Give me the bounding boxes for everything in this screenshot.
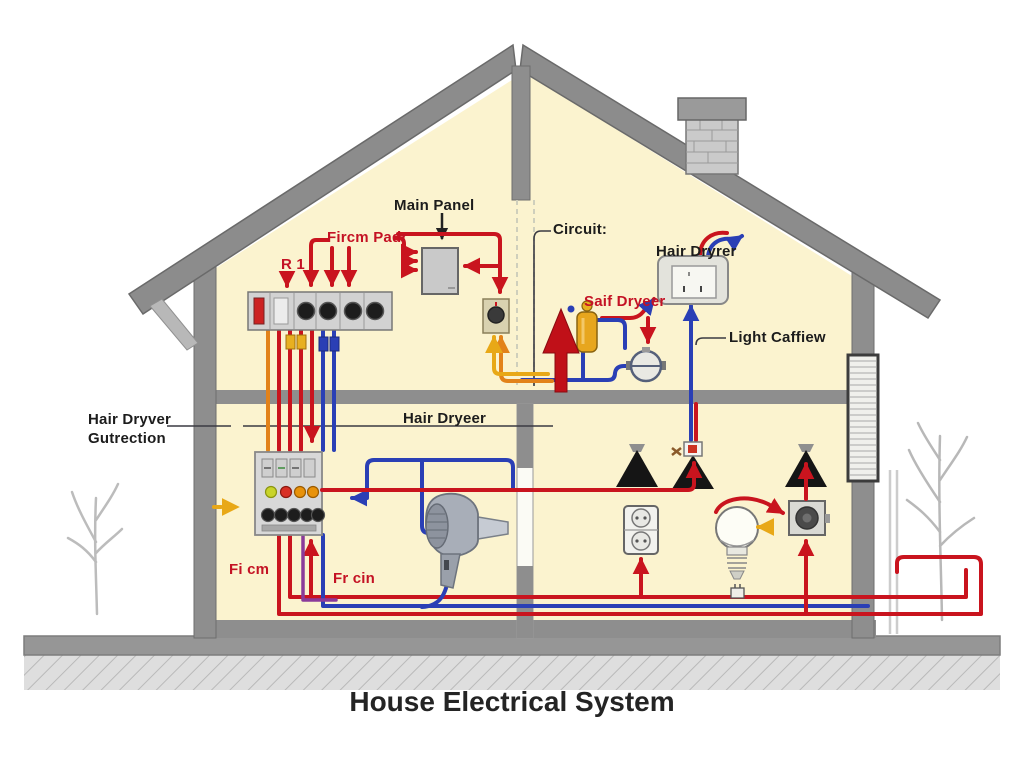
dimmer-switch	[482, 298, 510, 334]
light-bulb	[715, 506, 759, 599]
breaker-panel	[247, 291, 393, 331]
sub-panel	[254, 451, 326, 536]
indicator-led	[306, 485, 320, 499]
circuit-label: Circuit:	[553, 221, 608, 238]
round-vent-fan	[626, 347, 666, 383]
left-wall	[193, 257, 217, 639]
chimney	[677, 97, 747, 175]
roof-right-slope	[519, 43, 942, 320]
over-arrows	[320, 461, 815, 616]
indicator-led	[279, 485, 293, 499]
direction-label-line1: Hair Dryver	[88, 411, 172, 428]
gutter-bracket	[149, 298, 199, 351]
wall-vent	[846, 353, 880, 483]
orange-yellow-wires	[212, 328, 554, 602]
dryer-feed-label: Saif Dryeer	[584, 293, 666, 310]
cone-lamp-1	[616, 444, 658, 487]
bare-tree-left	[66, 482, 124, 616]
indicator-led	[293, 485, 307, 499]
breaker-knob	[296, 301, 316, 321]
direction-label-line2: Gutrection	[88, 430, 166, 447]
red-run-to-lamp	[320, 461, 703, 492]
light-fixture-label: Light Caffiew	[729, 329, 826, 346]
wire-right-label: Fr cin	[333, 570, 376, 587]
plug-icon	[730, 587, 745, 599]
panel-knob	[310, 507, 326, 523]
apex-post	[511, 65, 531, 201]
light-pointer	[695, 337, 726, 346]
breaker-knob	[343, 301, 363, 321]
breaker-module	[273, 297, 289, 325]
panel-feed-label: Fircm Padr	[327, 229, 408, 246]
breaker-r1-label: R 1	[281, 256, 305, 273]
roof-left-slope	[127, 43, 517, 316]
dryer-grille	[425, 503, 449, 549]
junction-fixture	[671, 441, 703, 457]
ground	[23, 635, 1001, 690]
red-wires	[277, 230, 983, 616]
panel-knob	[286, 507, 302, 523]
wire-connectors	[285, 334, 340, 352]
hair-dryer-outlet-label: Hair Dryrer	[656, 243, 737, 260]
yellow-capacitor	[567, 300, 598, 353]
purple-wire	[301, 533, 338, 602]
panel-knob	[273, 507, 289, 523]
dryer-switch	[444, 560, 449, 570]
bare-tree-right	[905, 421, 976, 622]
panel-knob	[260, 507, 276, 523]
wire-left-label: Fi cm	[229, 561, 270, 578]
hair-dryer	[425, 492, 509, 589]
hair-dryer-outlet-box	[657, 255, 729, 305]
exhaust-fan-box	[788, 500, 830, 536]
breaker-knob	[318, 301, 338, 321]
main-panel-label: Main Panel	[394, 197, 475, 214]
double-outlet	[623, 505, 659, 555]
breaker-knob	[365, 301, 385, 321]
big-red-up-arrow	[542, 307, 580, 393]
red-breaker-module	[253, 297, 265, 325]
main-panel-box	[421, 247, 459, 295]
dimmer-knob	[487, 306, 505, 324]
indicator-led	[264, 485, 278, 499]
circuit-pointer	[533, 230, 551, 386]
pointer-lines	[167, 213, 726, 427]
diagram-title: House Electrical System	[349, 686, 675, 717]
room-label: Hair Dryeer	[403, 410, 487, 427]
base-floor	[194, 620, 876, 638]
